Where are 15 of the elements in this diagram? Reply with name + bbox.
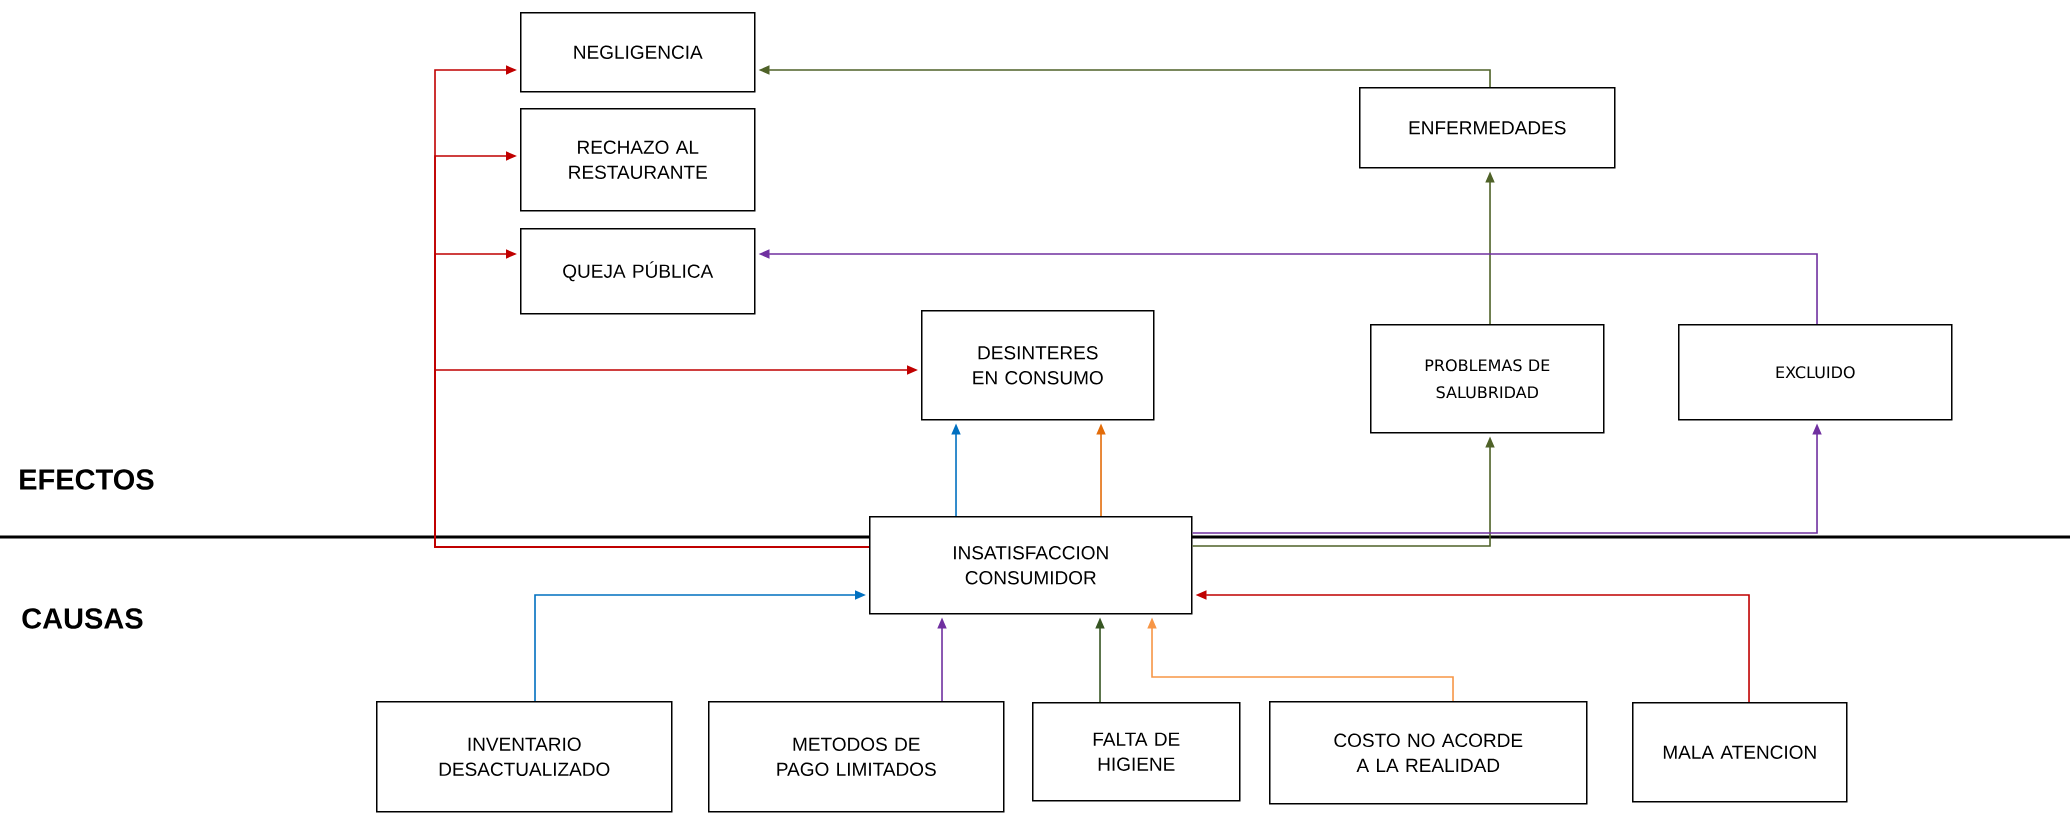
process-box: INSATISFACCION CONSUMIDOR	[869, 516, 1193, 615]
process-box: PROBLEMAS DE SALUBRIDAD	[1370, 324, 1605, 434]
process-box: FALTA DE HIGIENE	[1032, 702, 1241, 802]
process-box: COSTO NO ACORDE A LA REALIDAD	[1269, 701, 1588, 805]
process-box: METODOS DE PAGO LIMITADOS	[708, 701, 1005, 813]
process-box: INVENTARIO DESACTUALIZADO	[376, 701, 673, 813]
process-box: MALA ATENCION	[1632, 702, 1848, 803]
section-heading: CAUSAS	[22, 608, 143, 629]
process-box: QUEJA PÚBLICA	[520, 228, 756, 315]
process-box: RECHAZO AL RESTAURANTE	[520, 108, 756, 212]
section-heading: EFECTOS	[20, 469, 154, 490]
process-box: EXCLUIDO	[1678, 324, 1953, 421]
process-box: ENFERMEDADES	[1359, 87, 1616, 169]
process-box: NEGLIGENCIA	[520, 12, 756, 93]
process-box: DESINTERES EN CONSUMO	[921, 310, 1155, 421]
